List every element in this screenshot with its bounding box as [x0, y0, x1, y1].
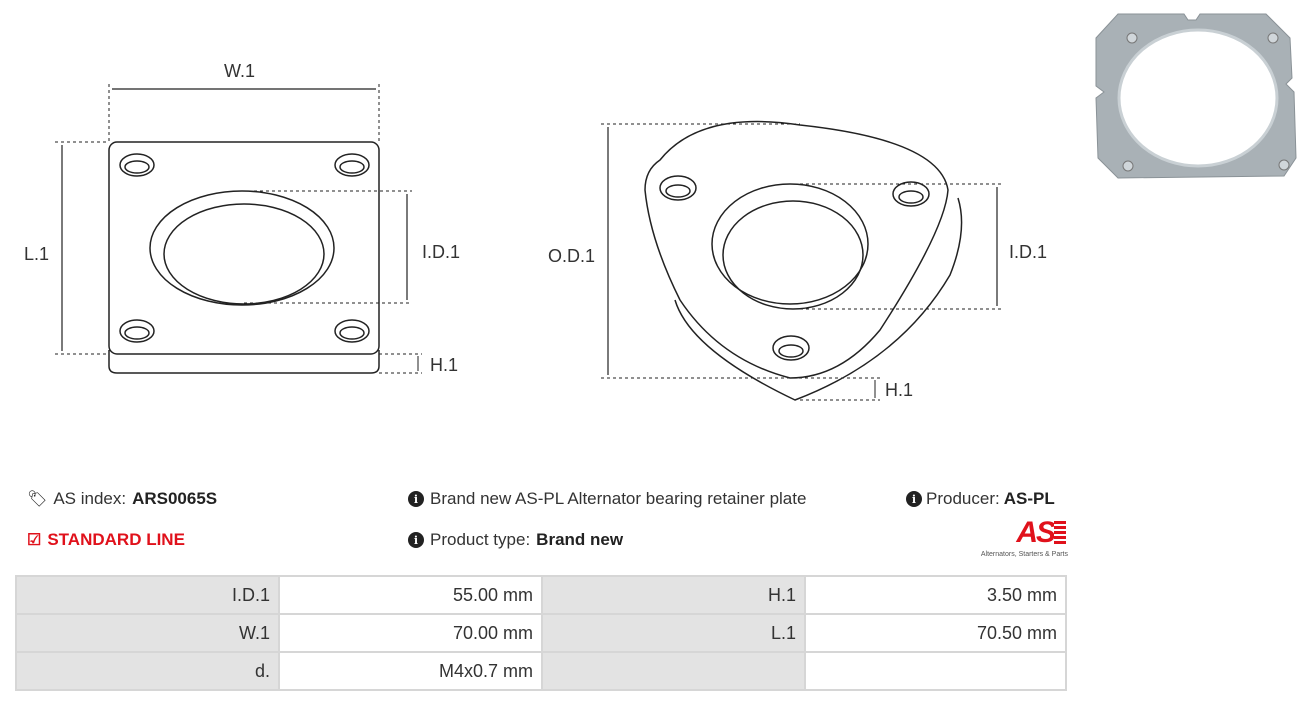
spec-key: I.D.1: [15, 575, 280, 615]
spec-value: 55.00 mm: [278, 575, 543, 615]
as-index-label: AS index:: [53, 489, 127, 508]
table-row: I.D.1 55.00 mm H.1 3.50 mm: [15, 575, 1067, 615]
spec-key: [541, 651, 806, 691]
height-label: H.1: [430, 355, 458, 375]
tags-icon: 🏷︎: [27, 491, 48, 508]
product-photo: [1095, 13, 1297, 179]
spec-value: 70.00 mm: [278, 613, 543, 653]
spec-key: W.1: [15, 613, 280, 653]
spec-value: M4x0.7 mm: [278, 651, 543, 691]
as-index-value: ARS0065S: [132, 489, 218, 508]
table-row: d. M4x0.7 mm: [15, 651, 1067, 691]
specs-table: I.D.1 55.00 mm H.1 3.50 mm W.1 70.00 mm …: [15, 575, 1067, 691]
product-type: i Product type: Brand new: [408, 530, 623, 550]
spec-key: d.: [15, 651, 280, 691]
as-index: 🏷︎ AS index: ARS0065S: [27, 489, 217, 509]
product-type-label: Product type:: [430, 530, 531, 549]
id-label: I.D.1: [1009, 242, 1047, 262]
od-label: O.D.1: [548, 246, 595, 266]
description-text: Brand new AS-PL Alternator bearing retai…: [430, 489, 807, 508]
producer-value: AS-PL: [1003, 489, 1055, 508]
info-icon: i: [408, 532, 424, 548]
spec-value: 3.50 mm: [804, 575, 1067, 615]
table-row: W.1 70.00 mm L.1 70.50 mm: [15, 613, 1067, 653]
length-label: L.1: [24, 244, 49, 264]
checkbox-icon: ☑: [27, 532, 42, 549]
spec-value: 70.50 mm: [804, 613, 1067, 653]
product-type-value: Brand new: [536, 530, 624, 549]
logo-tagline: Alternators, Starters & Parts: [980, 551, 1068, 558]
id-label: I.D.1: [422, 242, 460, 262]
technical-drawing: W.1 L.1 I.D.1 H.1 O.D.1 I.D.1 H.1: [24, 61, 1047, 401]
height-label: H.1: [885, 380, 913, 400]
description: i Brand new AS-PL Alternator bearing ret…: [408, 489, 806, 509]
standard-line-label: STANDARD LINE: [47, 530, 185, 549]
producer: i Producer: AS-PL: [906, 489, 1055, 509]
standard-line-badge: ☑ STANDARD LINE: [27, 530, 185, 550]
triangular-plate-drawing: O.D.1 I.D.1 H.1: [548, 120, 1047, 401]
square-plate-drawing: W.1 L.1 I.D.1 H.1: [24, 61, 460, 375]
info-icon: i: [408, 491, 424, 507]
spec-value: [804, 651, 1067, 691]
spec-key: H.1: [541, 575, 806, 615]
as-pl-logo: AS Alternators, Starters & Parts: [962, 518, 1068, 562]
width-label: W.1: [224, 61, 255, 81]
spec-key: L.1: [541, 613, 806, 653]
info-icon: i: [906, 491, 922, 507]
logo-mark: AS: [1016, 516, 1056, 549]
producer-label: Producer:: [926, 489, 1000, 508]
